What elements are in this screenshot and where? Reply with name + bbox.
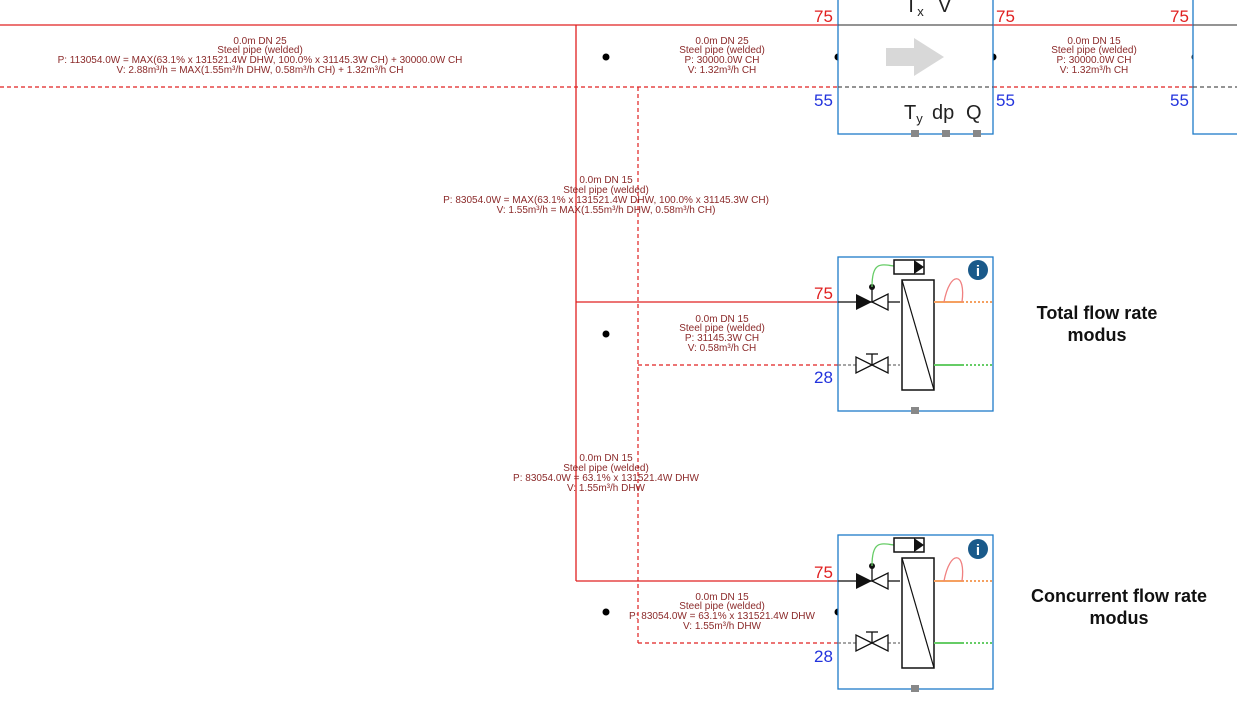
pipe-label-right-top[interactable]: 0.0m DN 15 Steel pipe (welded) P: 30000.… <box>1051 36 1137 76</box>
svg-text:V: 1.55m³/h = MAX(1.55m³/h DHW: V: 1.55m³/h = MAX(1.55m³/h DHW, 0.58m³/h… <box>497 205 716 216</box>
svg-text:Steel pipe (welded): Steel pipe (welded) <box>563 185 649 196</box>
svg-text:Steel pipe (welded): Steel pipe (welded) <box>1051 45 1137 56</box>
pump-label-ty: Ty <box>904 102 923 126</box>
svg-text:0.0m DN 15: 0.0m DN 15 <box>695 592 749 603</box>
info-icon[interactable] <box>968 260 988 280</box>
pump-label-q: Q <box>966 102 982 124</box>
temp-supply: 75 <box>996 7 1015 26</box>
svg-text:P: 113054.0W = MAX(63.1% x 131: P: 113054.0W = MAX(63.1% x 131521.4W DHW… <box>58 55 463 66</box>
temp-supply: 75 <box>1170 7 1189 26</box>
svg-text:V: 2.88m³/h = MAX(1.55m³/h DHW: V: 2.88m³/h = MAX(1.55m³/h DHW, 0.58m³/h… <box>117 65 404 76</box>
temp-supply: 75 <box>814 284 833 303</box>
temp-supply: 75 <box>814 563 833 582</box>
svg-text:Steel pipe (welded): Steel pipe (welded) <box>679 323 765 334</box>
svg-text:P: 83054.0W = 63.1% x 131521.4: P: 83054.0W = 63.1% x 131521.4W DHW <box>513 473 699 484</box>
svg-text:0.0m DN 25: 0.0m DN 25 <box>233 36 287 47</box>
svg-text:V: 1.55m³/h DHW: V: 1.55m³/h DHW <box>567 483 646 494</box>
svg-text:0.0m DN 15: 0.0m DN 15 <box>579 453 633 464</box>
pipe-label-mid-top[interactable]: 0.0m DN 25 Steel pipe (welded) P: 30000.… <box>679 36 765 76</box>
info-icon[interactable] <box>968 539 988 559</box>
temp-supply: 75 <box>814 7 833 26</box>
svg-text:0.0m DN 15: 0.0m DN 15 <box>1067 36 1121 47</box>
svg-text:P: 30000.0W CH: P: 30000.0W CH <box>1056 55 1131 66</box>
port-handle[interactable] <box>911 407 919 414</box>
next-module-edge[interactable] <box>1192 0 1237 135</box>
port-handle[interactable] <box>911 130 919 137</box>
svg-text:P: 83054.0W = MAX(63.1% x 1315: P: 83054.0W = MAX(63.1% x 131521.4W DHW,… <box>443 195 769 206</box>
pump-label-dp: dp <box>932 102 954 124</box>
svg-text:Steel pipe (welded): Steel pipe (welded) <box>563 463 649 474</box>
svg-text:P: 83054.0W = 63.1% x 131521.4: P: 83054.0W = 63.1% x 131521.4W DHW <box>629 611 815 622</box>
node-dot[interactable] <box>602 53 610 61</box>
temp-return: 28 <box>814 647 833 666</box>
info-icon-glyph: i <box>976 542 980 559</box>
unit2-mode-label: modus <box>1089 608 1148 628</box>
port-handle[interactable] <box>973 130 981 137</box>
svg-text:0.0m DN 15: 0.0m DN 15 <box>579 175 633 186</box>
heat-exchanger-unit-2[interactable]: 75 28 i <box>814 534 994 692</box>
heat-exchanger-unit-1[interactable]: 75 28 i <box>814 256 994 414</box>
port-handle[interactable] <box>942 130 950 137</box>
svg-text:P: 31145.3W CH: P: 31145.3W CH <box>685 333 759 344</box>
shutoff-valve-icon <box>855 631 889 653</box>
pipe-label-main[interactable]: 0.0m DN 25 Steel pipe (welded) P: 113054… <box>58 36 463 76</box>
flow-arrow-icon <box>886 38 944 76</box>
temp-return: 55 <box>814 91 833 110</box>
node-dot[interactable] <box>602 608 610 616</box>
unit1-mode-label: modus <box>1067 325 1126 345</box>
temp-return: 28 <box>814 368 833 387</box>
svg-text:0.0m DN 15: 0.0m DN 15 <box>695 314 749 325</box>
pipe-label-branch2[interactable]: 0.0m DN 15 Steel pipe (welded) P: 83054.… <box>513 453 699 494</box>
pipe-label-branch1-h[interactable]: 0.0m DN 15 Steel pipe (welded) P: 31145.… <box>679 314 765 354</box>
svg-text:0.0m DN 25: 0.0m DN 25 <box>695 36 749 47</box>
svg-text:V: 0.58m³/h CH: V: 0.58m³/h CH <box>688 343 757 354</box>
svg-text:P: 30000.0W CH: P: 30000.0W CH <box>684 55 759 66</box>
svg-text:Steel pipe (welded): Steel pipe (welded) <box>217 45 303 56</box>
unit2-mode-label: Concurrent flow rate <box>1031 586 1207 606</box>
pump-label-v: V <box>938 0 952 17</box>
svg-text:Steel pipe (welded): Steel pipe (welded) <box>679 601 765 612</box>
shutoff-valve-icon <box>855 353 889 375</box>
port-handle[interactable] <box>911 685 919 692</box>
pipe-label-branch1[interactable]: 0.0m DN 15 Steel pipe (welded) P: 83054.… <box>443 175 769 216</box>
svg-text:V: 1.55m³/h DHW: V: 1.55m³/h DHW <box>683 621 762 632</box>
temp-return: 55 <box>1170 91 1189 110</box>
info-icon-glyph: i <box>976 263 980 280</box>
node-dot[interactable] <box>602 330 610 338</box>
svg-text:V: 1.32m³/h CH: V: 1.32m³/h CH <box>688 65 757 76</box>
pump-module[interactable]: Tx V Ty dp Q <box>837 0 994 137</box>
svg-text:Steel pipe (welded): Steel pipe (welded) <box>679 45 765 56</box>
pump-label-tx: Tx <box>905 0 924 19</box>
svg-text:V: 1.32m³/h CH: V: 1.32m³/h CH <box>1060 65 1129 76</box>
pipe-label-branch2-h[interactable]: 0.0m DN 15 Steel pipe (welded) P: 83054.… <box>629 592 815 632</box>
temp-return: 55 <box>996 91 1015 110</box>
unit1-mode-label: Total flow rate <box>1037 303 1158 323</box>
